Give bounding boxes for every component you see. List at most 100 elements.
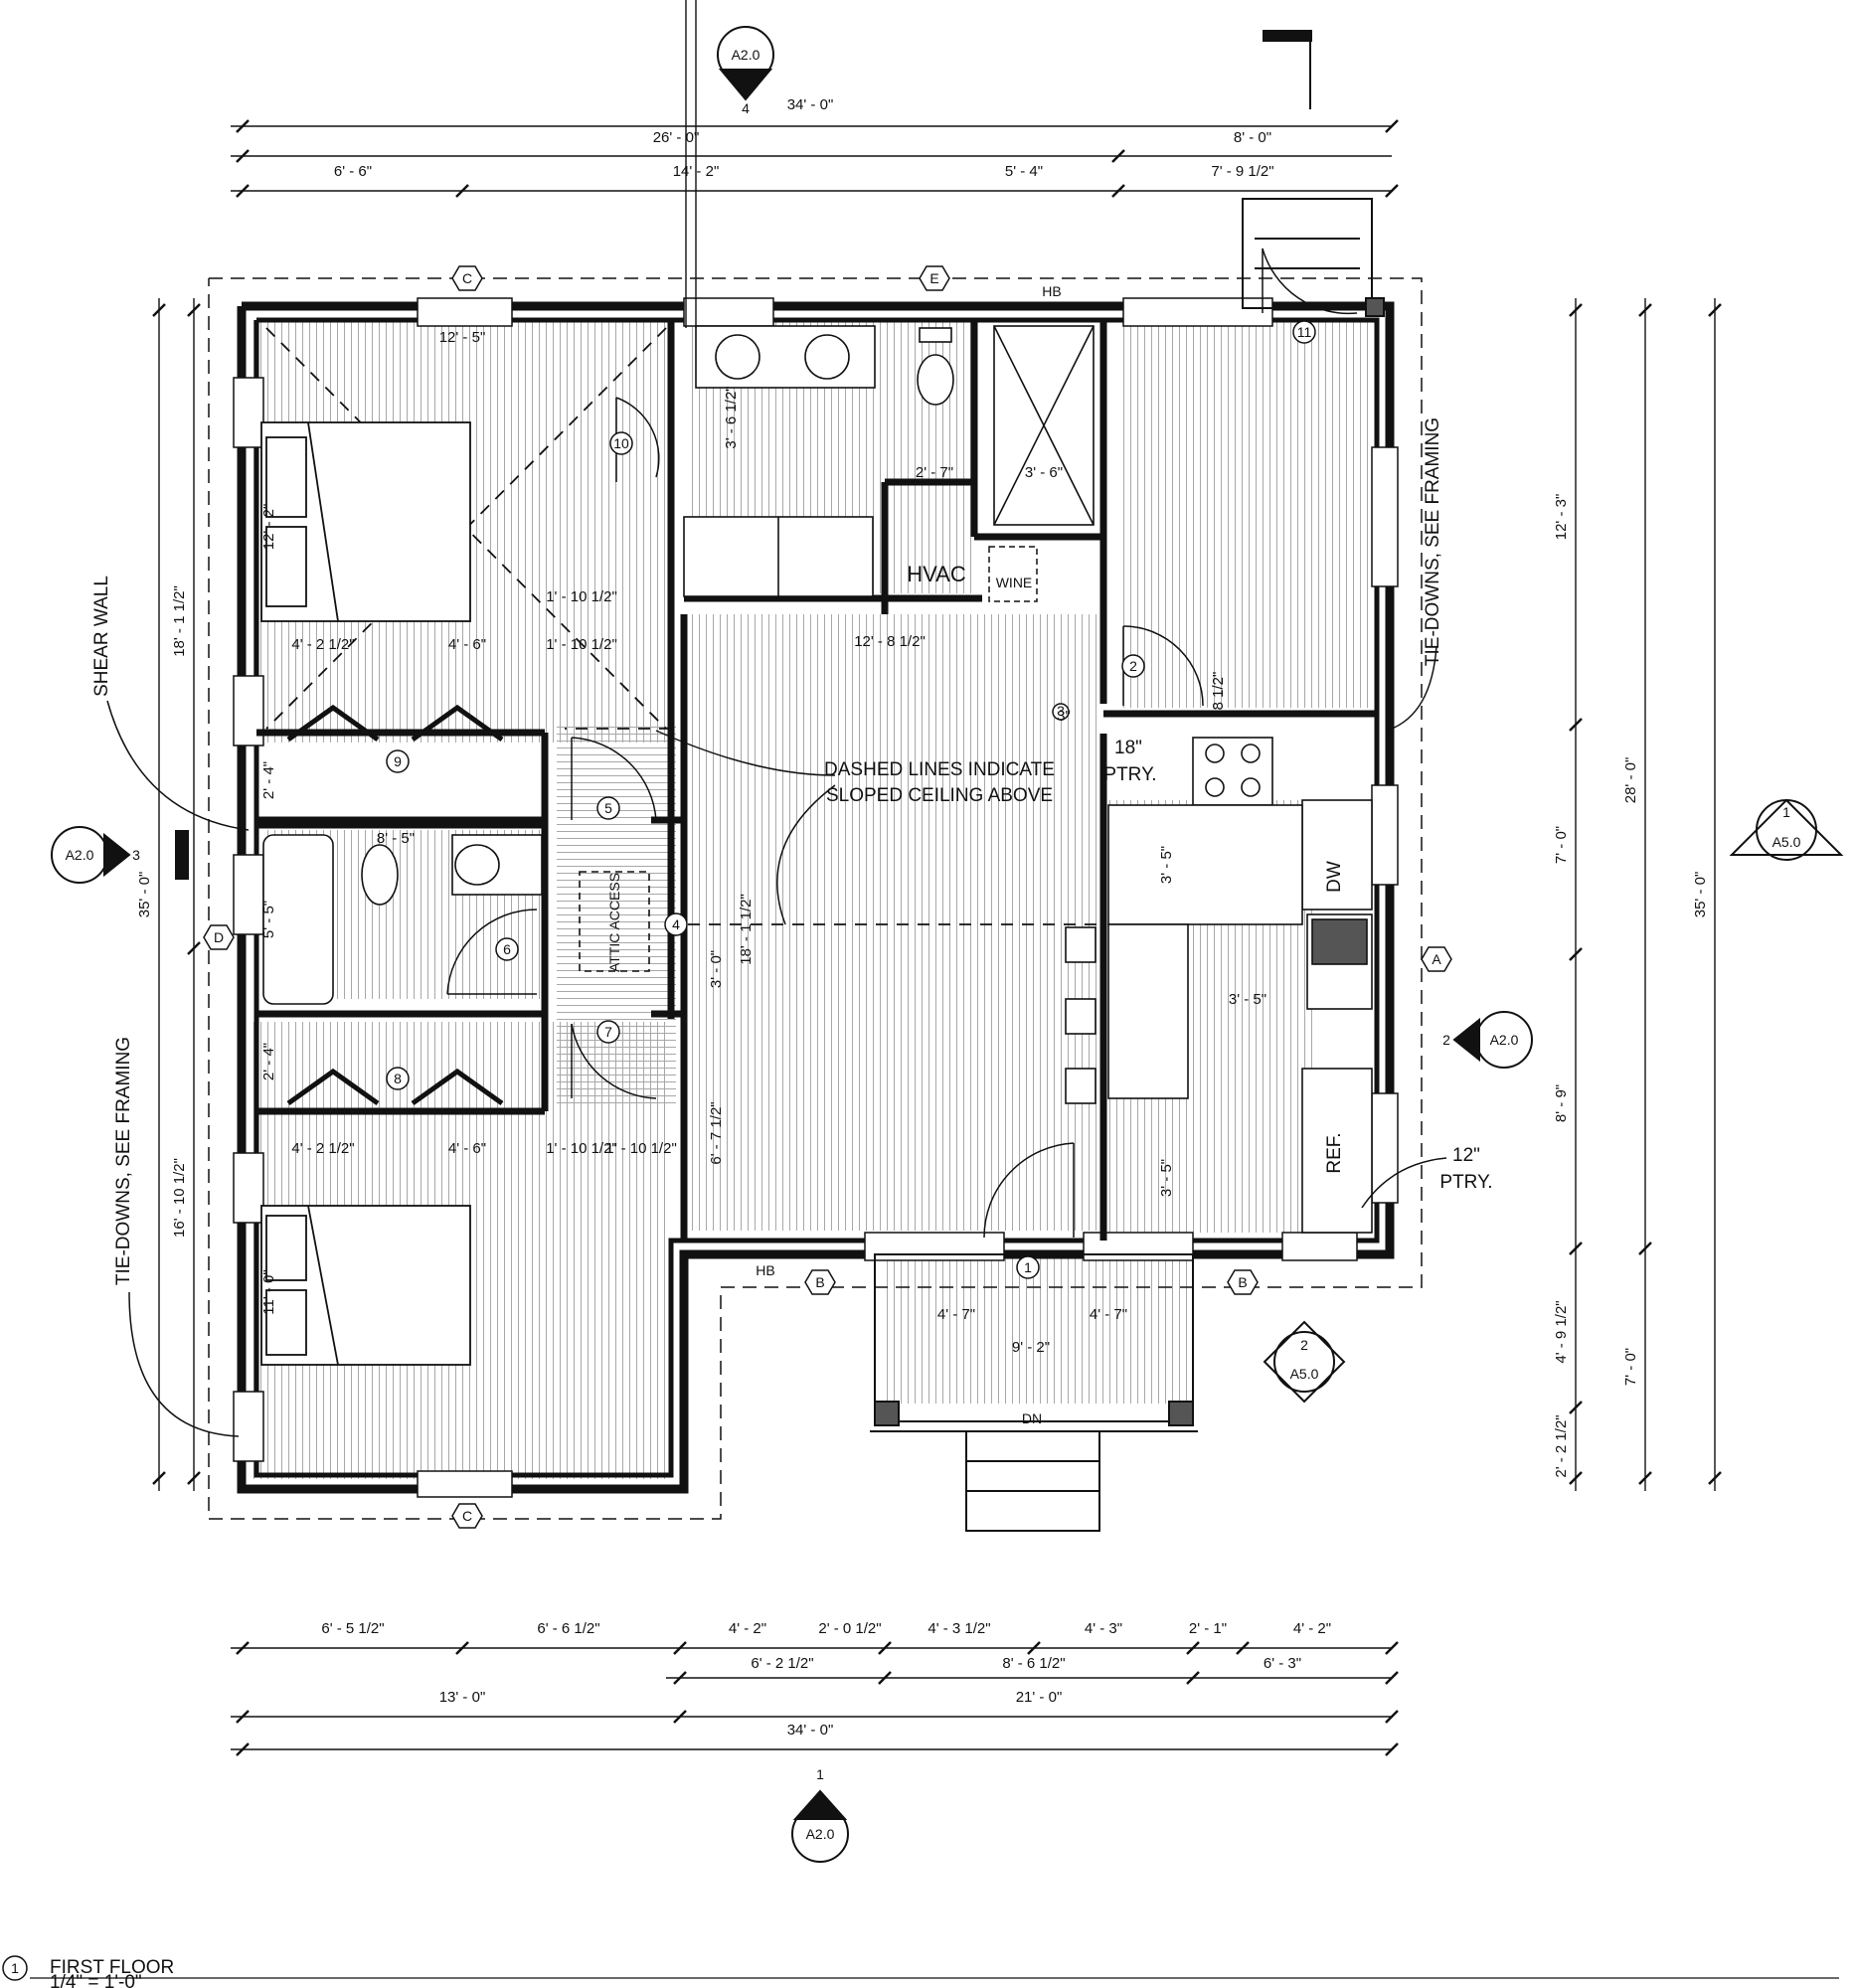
bed-2 bbox=[260, 1205, 471, 1366]
title-scale: 1/4" = 1'-0" bbox=[50, 1972, 142, 1988]
detail-porch-num: 2 bbox=[1300, 1337, 1308, 1353]
exterior-walls bbox=[237, 301, 1395, 1494]
hall-a: 1' - 10 1/2" bbox=[546, 588, 617, 605]
interior-dimension-labels: 12' - 5" 12' - 2" 4' - 2 1/2" 4' - 6" 1'… bbox=[260, 329, 1266, 1356]
sloped-note-line1: DASHED LINES INDICATE bbox=[824, 759, 1055, 780]
grid-c-top: C bbox=[462, 270, 472, 286]
closet2-depth: 2' - 4" bbox=[260, 1043, 277, 1080]
door-tags: 1 2 3 4 5 6 7 8 9 10 11 bbox=[394, 324, 1311, 1275]
hb-bottom-label: HB bbox=[756, 1262, 774, 1278]
dim-bottom-10: 8' - 6 1/2" bbox=[1002, 1655, 1065, 1672]
grid-e-top: E bbox=[929, 270, 938, 286]
detail-right-num: 1 bbox=[1782, 804, 1790, 820]
dim-top-seg3: 5' - 4" bbox=[1005, 163, 1043, 180]
grid-c-bottom: C bbox=[462, 1508, 472, 1524]
pantry-18-label: 18" bbox=[1114, 738, 1142, 758]
door-tag-5: 5 bbox=[604, 800, 612, 816]
pantry-12-label: 12" bbox=[1452, 1145, 1480, 1166]
porch-b: 4' - 7" bbox=[1090, 1306, 1127, 1323]
living-a: 18' - 1 1/2" bbox=[738, 894, 755, 965]
door-tag-11: 11 bbox=[1297, 324, 1312, 340]
porch-a: 4' - 7" bbox=[937, 1306, 975, 1323]
dim-right-seg4: 4' - 9 1/2" bbox=[1553, 1300, 1570, 1363]
door-tag-4: 4 bbox=[672, 916, 680, 932]
dim-right-overall: 35' - 0" bbox=[1692, 872, 1709, 918]
dim-top-seg2: 14' - 2" bbox=[673, 163, 720, 180]
north-indicator bbox=[1263, 30, 1312, 42]
section-markers bbox=[51, 26, 1844, 1863]
great-room-width: 12' - 8 1/2" bbox=[854, 633, 926, 650]
grid-a-right: A bbox=[1432, 951, 1441, 967]
bottom-dimension-labels: 6' - 5 1/2" 6' - 6 1/2" 4' - 2" 2' - 0 1… bbox=[321, 1620, 1331, 1739]
dim-bottom-8: 4' - 2" bbox=[1293, 1620, 1331, 1637]
dn-label: DN bbox=[1022, 1410, 1042, 1426]
dim-bottom-13: 21' - 0" bbox=[1016, 1689, 1063, 1706]
dim-left-lower: 16' - 10 1/2" bbox=[171, 1158, 188, 1238]
dim-right-upper: 28' - 0" bbox=[1622, 757, 1639, 804]
section-left-num: 3 bbox=[132, 847, 140, 863]
dim-left-upper: 18' - 1 1/2" bbox=[171, 585, 188, 657]
section-right-sheet: A2.0 bbox=[1490, 1032, 1519, 1048]
counter-width: 2' - 7" bbox=[916, 464, 953, 481]
door-tag-8: 8 bbox=[394, 1071, 402, 1086]
dim-bottom-12: 13' - 0" bbox=[439, 1689, 486, 1706]
dim-bottom-7: 2' - 1" bbox=[1189, 1620, 1227, 1637]
dw-label: DW bbox=[1324, 861, 1345, 893]
dim-bottom-4: 2' - 0 1/2" bbox=[818, 1620, 881, 1637]
door-swings bbox=[446, 248, 1358, 1239]
door-tag-6: 6 bbox=[503, 941, 511, 957]
dim-right-seg2: 7' - 0" bbox=[1553, 826, 1570, 864]
window-openings bbox=[233, 297, 1399, 1498]
dim-bottom-9: 6' - 2 1/2" bbox=[751, 1655, 813, 1672]
dimension-lines bbox=[158, 0, 1716, 1750]
door-tag-7: 7 bbox=[604, 1024, 612, 1040]
dimension-ticks bbox=[152, 119, 1722, 1756]
closet-bifold-doors bbox=[286, 704, 504, 1106]
door-tag-1: 1 bbox=[1024, 1259, 1032, 1275]
top-dimension-labels: 34' - 0" 26' - 0" 8' - 0" 6' - 6" 14' - … bbox=[334, 96, 1274, 180]
front-porch bbox=[870, 1253, 1198, 1532]
shear-wall-note: SHEAR WALL bbox=[91, 576, 112, 697]
hb-top-label: HB bbox=[1042, 283, 1061, 299]
dim-top-overall: 34' - 0" bbox=[787, 96, 834, 113]
sloped-note-line2: SLOPED CEILING ABOVE bbox=[826, 785, 1053, 806]
shower-width: 3' - 6" bbox=[1025, 464, 1063, 481]
section-left-sheet: A2.0 bbox=[66, 847, 94, 863]
dim-top-seg1: 6' - 6" bbox=[334, 163, 372, 180]
section-bottom-num: 1 bbox=[816, 1766, 824, 1782]
room-labels: HVAC WINE ATTIC ACCESS DW REF. 18" PTRY.… bbox=[606, 283, 1493, 1426]
small-3: 3" bbox=[1057, 708, 1071, 725]
bed1-depth: 12' - 2" bbox=[260, 504, 277, 551]
kitchen-a: 3' - 5" bbox=[1158, 846, 1175, 884]
section-top-num: 4 bbox=[742, 100, 750, 116]
bath2-width: 5' - 5" bbox=[260, 901, 277, 938]
hall-c: 1' - 10 1/2" bbox=[546, 1140, 617, 1157]
door-tag-10: 10 bbox=[613, 435, 629, 451]
detail-porch-sheet: A5.0 bbox=[1290, 1366, 1319, 1382]
dim-bottom-1: 6' - 5 1/2" bbox=[321, 1620, 384, 1637]
grid-b-left: B bbox=[815, 1274, 824, 1290]
pantry-gap: 8 1/2" bbox=[1210, 672, 1227, 711]
wine-label: WINE bbox=[996, 575, 1033, 590]
hall-d: 1' - 10 1/2" bbox=[605, 1140, 677, 1157]
leader-lines bbox=[106, 645, 1447, 1437]
living-c: 6' - 7 1/2" bbox=[708, 1101, 725, 1164]
attic-hatch bbox=[579, 871, 650, 972]
title-name: FIRST FLOOR bbox=[50, 1957, 174, 1978]
hvac-label: HVAC bbox=[907, 562, 966, 586]
bath2-vanity: 8' - 5" bbox=[377, 830, 415, 847]
bed2-depth: 11' - 0" bbox=[260, 1269, 277, 1314]
dim-right-seg5: 2' - 2 1/2" bbox=[1553, 1414, 1570, 1477]
door-tag-2: 2 bbox=[1129, 658, 1137, 674]
dim-top-left-block: 26' - 0" bbox=[653, 129, 700, 146]
closet1-a: 4' - 2 1/2" bbox=[291, 636, 354, 653]
bed1-width: 12' - 5" bbox=[439, 329, 486, 346]
dim-top-seg4: 7' - 9 1/2" bbox=[1211, 163, 1273, 180]
right-dimension-labels: 12' - 3" 7' - 0" 8' - 9" 4' - 9 1/2" 2' … bbox=[1553, 494, 1709, 1478]
porch-total: 9' - 2" bbox=[1012, 1339, 1050, 1356]
detail-right-sheet: A5.0 bbox=[1772, 834, 1801, 850]
tie-downs-right-note: TIE-DOWNS, SEE FRAMING bbox=[1423, 417, 1443, 666]
bath-1-fixtures bbox=[683, 325, 1095, 597]
dim-bottom-3: 4' - 2" bbox=[729, 1620, 766, 1637]
section-right-num: 2 bbox=[1442, 1032, 1450, 1048]
